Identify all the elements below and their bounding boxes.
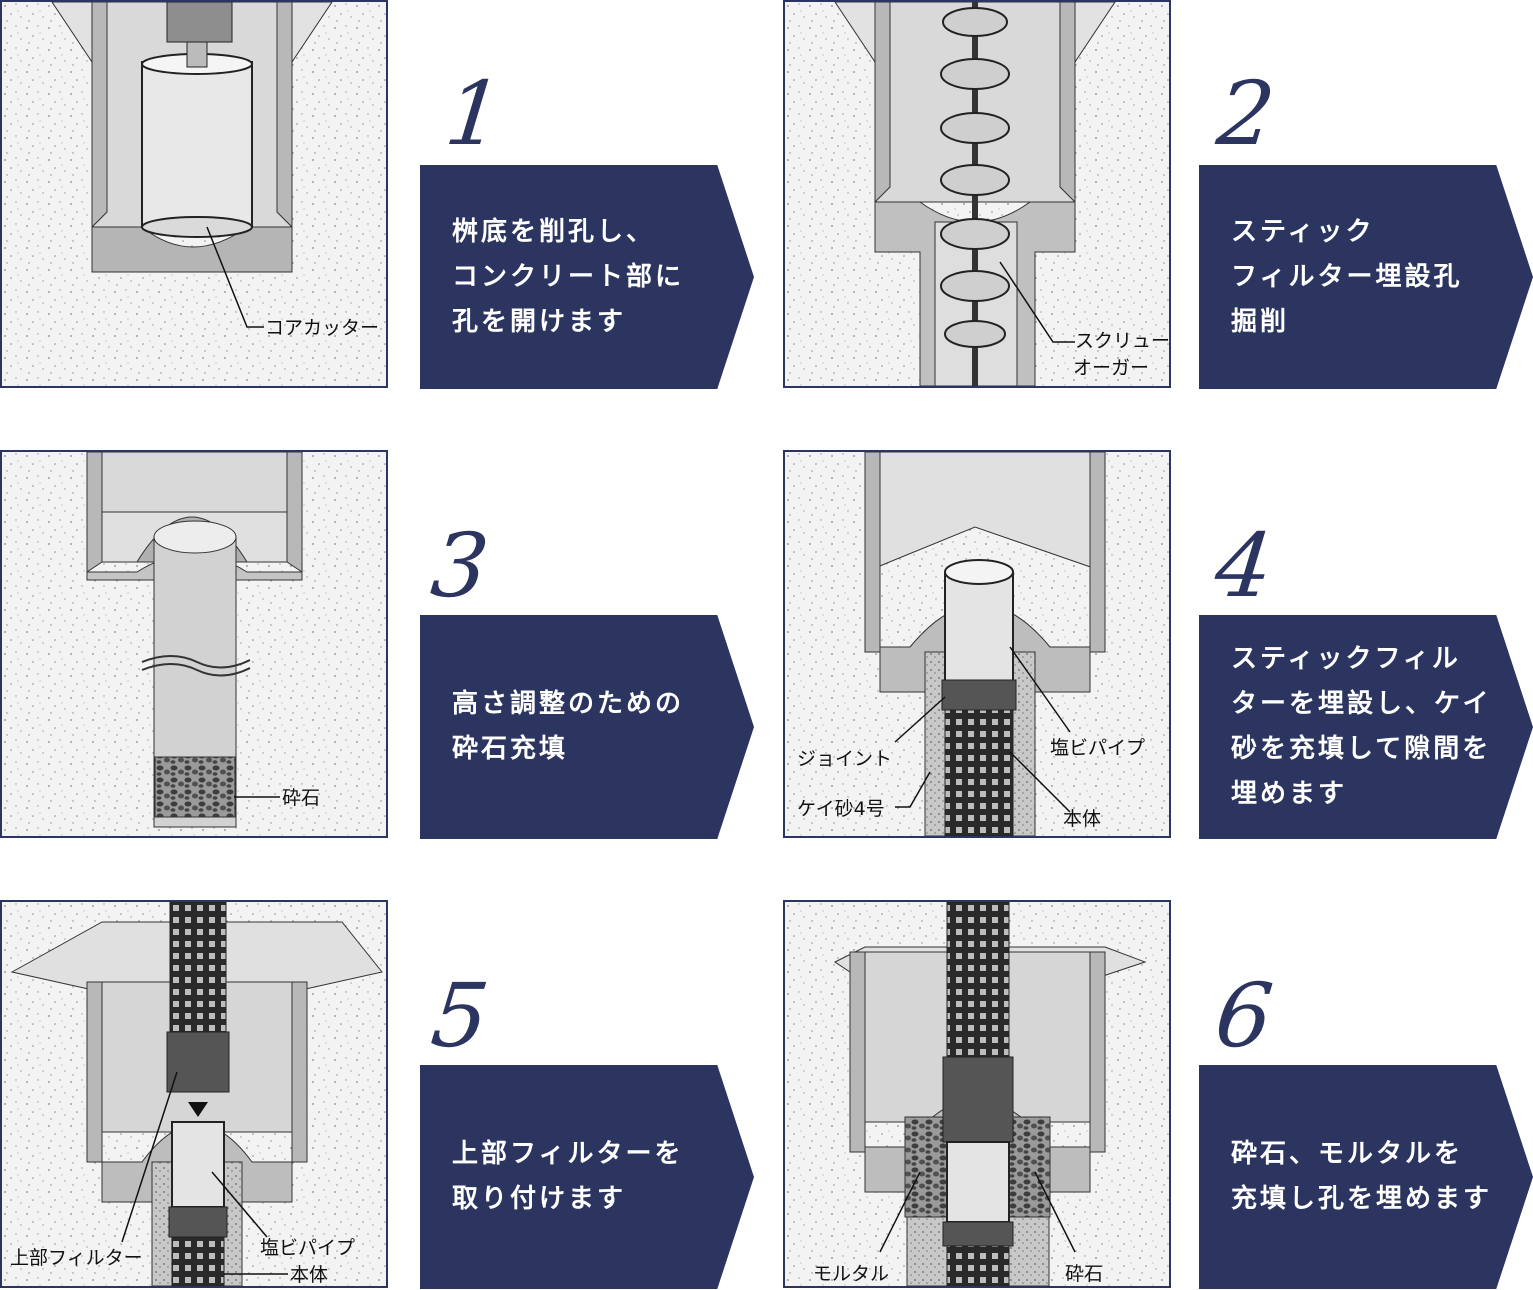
gravel-label-3: 砕石 [282,787,320,809]
step2-line2: フィルター埋設孔 [1231,261,1463,292]
step4-number: 4 [1210,514,1278,617]
mortar-label: モルタル [813,1263,889,1285]
silica-sand-label: ケイ砂4号 [797,798,885,820]
step2-illustration: スクリュー オーガー [783,0,1171,388]
step5-line1: 上部フィルターを [452,1139,684,1169]
step5-number: 5 [426,964,494,1067]
step6-number: 6 [1210,964,1278,1067]
step4-line4: 埋めます [1231,779,1348,809]
step4-illustration: 塩ビパイプ ジョイント ケイ砂4号 本体 [783,450,1171,838]
screw-auger-label-2: オーガー [1073,357,1149,379]
step1-description: 桝底を削孔し、 コンクリート部に 孔を開けます [420,165,754,389]
step6-description: 砕石、モルタルを 充填し孔を埋めます [1199,1065,1533,1289]
step5-description: 上部フィルターを 取り付けます [420,1065,754,1289]
gravel-label-6: 砕石 [1065,1263,1103,1285]
step3-illustration: 砕石 [0,450,388,838]
step2-line1: スティック [1231,216,1375,247]
screw-auger-label-1: スクリュー [1075,330,1169,352]
step4-line2: ターを埋設し、ケイ [1231,689,1492,719]
step1-line3: 孔を開けます [452,306,627,337]
step1-number: 1 [440,62,508,165]
step6-illustration: モルタル 砕石 [783,900,1171,1288]
step6-line1: 砕石、モルタルを [1231,1139,1464,1169]
joint-label: ジョイント [797,748,892,770]
pvc-pipe-label-5: 塩ビパイプ [260,1237,355,1259]
step1-illustration: コアカッター [0,0,388,388]
body-label-4: 本体 [1063,808,1101,830]
step2-description: スティック フィルター埋設孔 掘削 [1199,165,1533,389]
step3-description: 高さ調整のための 砕石充填 [420,615,754,839]
step2-number: 2 [1212,62,1280,165]
step2-line3: 掘削 [1231,306,1290,337]
step3-number: 3 [426,514,494,617]
step1-line1: 桝底を削孔し、 [452,216,656,247]
body-label-5: 本体 [290,1264,328,1286]
step6-line2: 充填し孔を埋めます [1231,1184,1493,1214]
step4-line1: スティックフィル [1231,644,1461,674]
pvc-pipe-label-4: 塩ビパイプ [1050,737,1145,759]
step1-line2: コンクリート部に [452,261,685,292]
step5-line2: 取り付けます [452,1184,627,1214]
step5-illustration: 上部フィルター 塩ビパイプ 本体 [0,900,388,1288]
step3-line1: 高さ調整のための [452,689,685,719]
core-cutter-label: コアカッター [265,317,379,339]
step3-line2: 砕石充填 [452,734,569,764]
upper-filter-label: 上部フィルター [10,1247,143,1269]
step4-line3: 砂を充填して隙間を [1231,734,1492,764]
step4-description: スティックフィル ターを埋設し、ケイ 砂を充填して隙間を 埋めます [1199,615,1533,839]
